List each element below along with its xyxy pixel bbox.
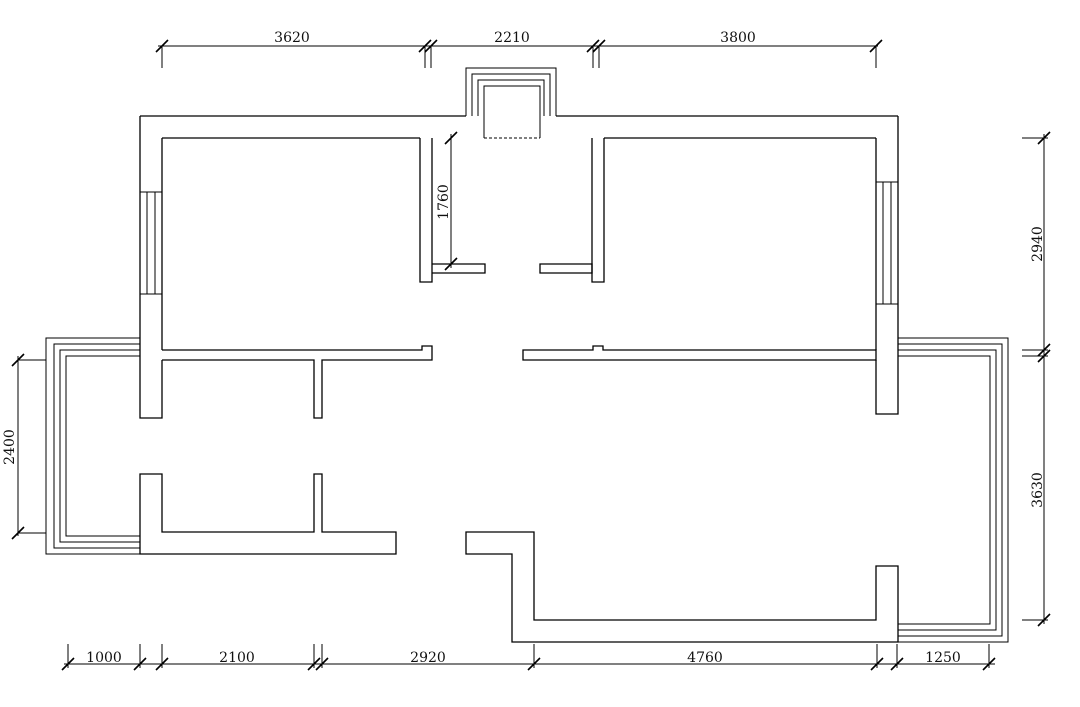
window-left-upper <box>139 191 163 295</box>
balcony-right <box>898 337 1009 643</box>
dim-top-3: 3800 <box>720 30 756 46</box>
dim-bottom-4: 4760 <box>687 650 723 666</box>
dim-interior-1: 1760 <box>436 184 452 220</box>
bay-window-top <box>465 67 557 139</box>
exterior-walls <box>139 115 899 643</box>
dimensions-left: 2400 <box>2 353 46 540</box>
dimensions-top: 3620 2210 3800 <box>155 30 883 68</box>
dimension-interior: 1760 <box>436 131 458 271</box>
dim-bottom-3: 2920 <box>410 650 446 666</box>
dim-bottom-1: 1000 <box>86 650 122 666</box>
dim-left-1: 2400 <box>2 429 18 465</box>
dimensions-bottom: 1000 2100 2920 4760 1250 <box>61 644 996 671</box>
dim-top-1: 3620 <box>274 30 310 46</box>
balcony-left <box>45 337 140 555</box>
dim-right-2: 3630 <box>1030 472 1046 508</box>
window-right-upper <box>875 181 899 305</box>
dim-top-2: 2210 <box>494 30 530 46</box>
dim-right-1: 2940 <box>1030 226 1046 262</box>
dim-bottom-2: 2100 <box>219 650 255 666</box>
interior-walls <box>162 138 877 419</box>
dim-bottom-5: 1250 <box>925 650 961 666</box>
dimensions-right: 2940 3630 <box>1022 131 1051 627</box>
